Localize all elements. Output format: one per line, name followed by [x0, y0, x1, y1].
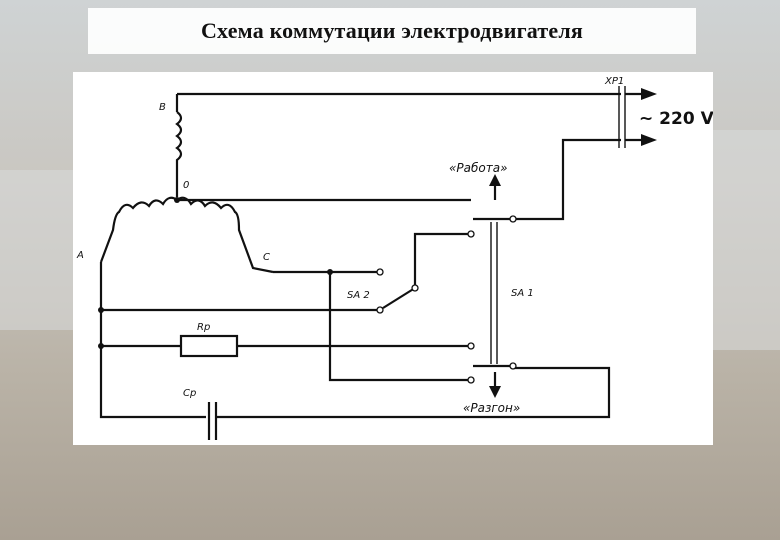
- winding-b-label: B: [159, 102, 166, 113]
- supply-arrow-top: [641, 88, 657, 100]
- sa2-pivot: [411, 284, 419, 292]
- switch-sa1-label: SA 1: [511, 288, 534, 299]
- winding-a-coil: [99, 196, 178, 263]
- start-arrowhead: [489, 386, 501, 398]
- mode-work-label: «Работа»: [449, 161, 508, 175]
- sa1-terminal-sa2: [467, 230, 475, 238]
- connector-label: XP1: [604, 76, 624, 87]
- resistor-label: Rp: [197, 322, 210, 333]
- node-a-sa2: [98, 307, 104, 313]
- sa2-terminal-a: [376, 306, 384, 314]
- winding-c-coil: [176, 196, 274, 274]
- sa1-start-output: [509, 362, 517, 370]
- circuit-diagram: XP1 ~ 220 V «Работа» «Разгон» B 0 A C SA…: [73, 72, 713, 445]
- slide-title: Схема коммутации электродвигателя: [200, 18, 584, 43]
- supply-label: ~ 220 V: [639, 109, 713, 129]
- sa1-start-terminal-a: [467, 376, 475, 384]
- mode-start-label: «Разгон»: [463, 401, 520, 415]
- title-bar: Схема коммутации электродвигателя: [88, 8, 696, 54]
- circuit-svg: XP1 ~ 220 V «Работа» «Разгон» B 0 A C SA…: [76, 76, 713, 440]
- resistor-rp: [179, 334, 239, 358]
- wire-work-to-connector: [516, 138, 621, 221]
- winding-a-label: A: [76, 250, 84, 261]
- sa1-terminal-resistor: [467, 342, 475, 350]
- wire-b-to-connector: [175, 92, 621, 112]
- wire-a-bus: [99, 262, 206, 419]
- wire-c-to-start: [328, 272, 471, 382]
- winding-b-coil: [175, 111, 183, 197]
- capacitor-label: Cp: [183, 388, 196, 399]
- supply-arrow-bottom: [641, 134, 657, 146]
- sa2-terminal-c: [376, 268, 384, 276]
- work-arrowhead: [489, 174, 501, 186]
- background-building-right: [712, 130, 780, 350]
- winding-c-label: C: [263, 252, 270, 263]
- sa1-work-output: [509, 215, 517, 223]
- switch-sa2-label: SA 2: [347, 290, 370, 301]
- background-building-left: [0, 170, 80, 330]
- sa2-contact: [382, 287, 416, 309]
- neutral-label: 0: [183, 180, 189, 191]
- wire-capacitor-to-right: [216, 366, 611, 419]
- wire-sa2-to-sa1: [413, 232, 471, 285]
- node-a-resistor: [98, 343, 104, 349]
